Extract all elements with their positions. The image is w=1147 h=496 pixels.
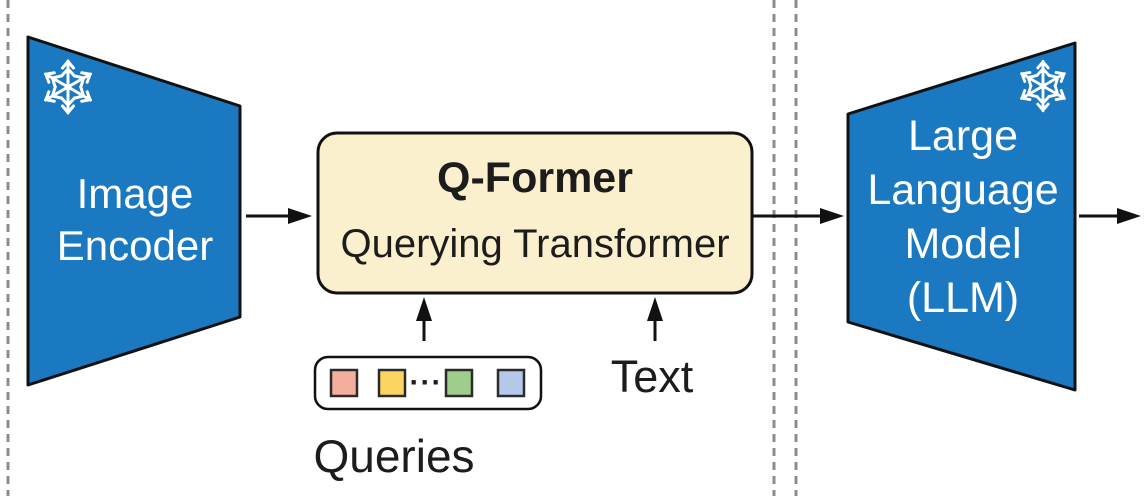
snowflake-icon xyxy=(1020,59,1066,113)
arrow-queries-to-qformer xyxy=(416,297,432,341)
arrow-qformer-to-llm xyxy=(751,208,844,224)
llm-label-line3: Model xyxy=(904,220,1022,268)
llm-label-line4: (LLM) xyxy=(906,274,1020,322)
llm-label: Large Language Model (LLM) xyxy=(850,109,1076,325)
queries-ellipsis: ··· xyxy=(409,366,443,399)
image-encoder-label-line2: Encoder xyxy=(56,222,214,269)
arrow-image-to-qformer xyxy=(246,208,312,224)
query-token-4 xyxy=(496,368,526,398)
image-encoder-label: Image Encoder xyxy=(30,168,240,272)
qformer-title: Q-Former xyxy=(437,154,633,202)
llm-shape xyxy=(846,41,1077,392)
image-encoder-shape xyxy=(26,35,242,387)
qformer-box xyxy=(316,131,754,295)
query-token-1 xyxy=(329,368,359,398)
arrow-llm-output xyxy=(1079,208,1141,224)
queries-label: Queries xyxy=(313,430,475,482)
queries-container xyxy=(313,355,543,411)
query-token-3 xyxy=(444,368,474,398)
arrow-text-to-qformer xyxy=(647,297,663,341)
qformer-subtitle: Querying Transformer xyxy=(340,222,730,266)
llm-label-line1: Large xyxy=(908,112,1018,160)
image-encoder-label-line1: Image xyxy=(76,170,194,217)
snowflake-icon xyxy=(43,59,93,115)
text-input-label: Text xyxy=(610,351,694,402)
llm-label-line2: Language xyxy=(867,166,1059,214)
query-token-2 xyxy=(377,368,407,398)
